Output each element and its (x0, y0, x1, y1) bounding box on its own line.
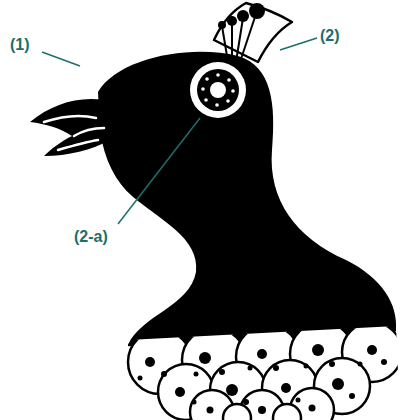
callout-number: (2-a) (74, 228, 108, 246)
beak (30, 99, 110, 156)
crest (214, 3, 292, 62)
leader-lines (42, 38, 317, 224)
callout-number: (2) (320, 27, 340, 45)
eye (190, 62, 246, 118)
feather-dots (138, 344, 388, 414)
feather-scales (128, 322, 401, 420)
callout-number: (1) (10, 36, 30, 54)
peacock-neck (98, 52, 396, 345)
